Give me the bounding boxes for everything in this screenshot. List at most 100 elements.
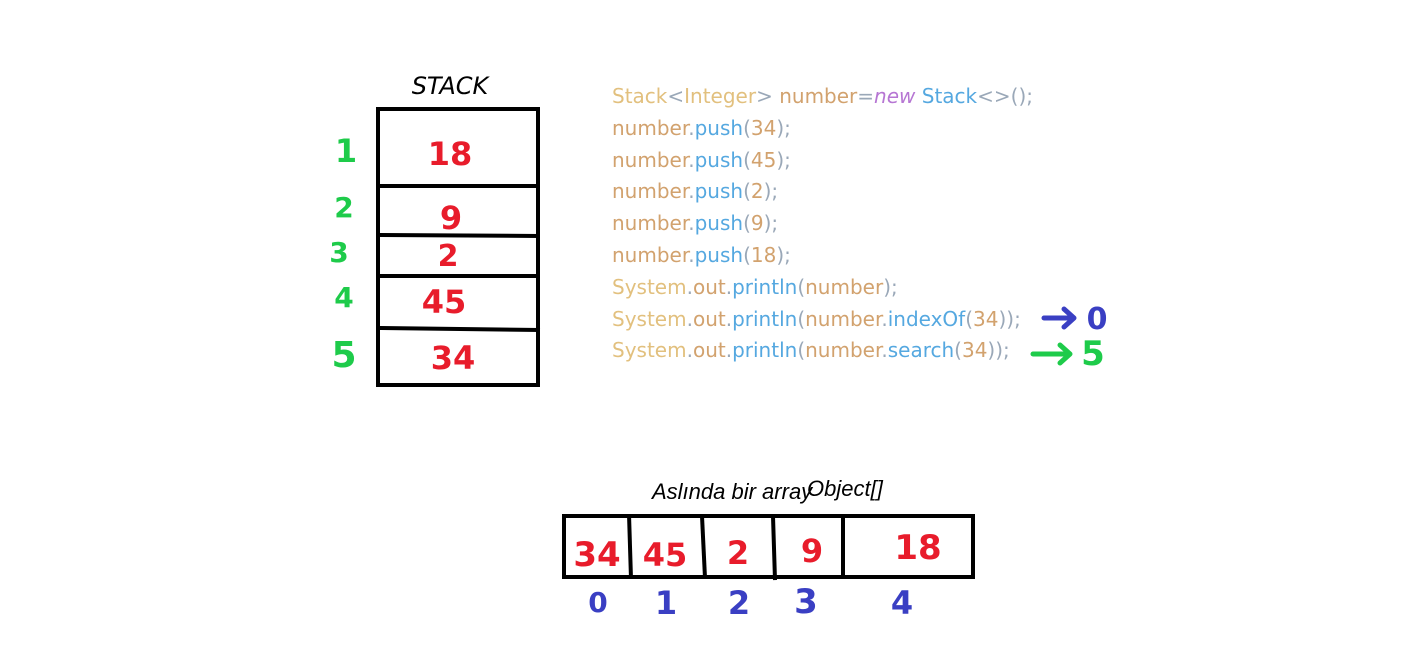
code-token: Stack bbox=[612, 84, 668, 108]
code-token: ) bbox=[998, 306, 1007, 331]
array-index-4: 4 bbox=[891, 584, 913, 622]
code-token: . bbox=[881, 306, 888, 331]
code-token: ); bbox=[763, 211, 779, 236]
code-token: 9 bbox=[750, 211, 764, 236]
code-token: number bbox=[612, 211, 689, 236]
code-token: . bbox=[688, 242, 695, 267]
code-token: 34 bbox=[961, 338, 988, 363]
array-cell-3: 9 bbox=[801, 532, 823, 570]
code-token: number bbox=[612, 242, 689, 267]
code-token: ); bbox=[995, 338, 1010, 363]
code-line-push: number.push(34); bbox=[612, 113, 1033, 145]
indexof-result: 0 bbox=[1087, 302, 1108, 337]
code-token: 18 bbox=[750, 242, 777, 267]
stack-title: STACK bbox=[412, 72, 491, 100]
code-token: new bbox=[874, 84, 916, 108]
code-token: < bbox=[667, 84, 685, 108]
code-token: ( bbox=[743, 211, 751, 236]
code-token: . bbox=[686, 274, 693, 299]
array-box bbox=[562, 513, 975, 581]
code-token: . bbox=[686, 306, 693, 331]
code-token: number bbox=[805, 306, 882, 331]
code-token: println bbox=[732, 274, 798, 299]
code-line-println: System.out.println(number); bbox=[612, 272, 1033, 304]
code-token: . bbox=[725, 274, 733, 299]
stack-cell-2: 9 bbox=[440, 199, 462, 237]
code-token: 2 bbox=[750, 179, 764, 204]
code-token: ( bbox=[743, 179, 751, 204]
code-token: number bbox=[805, 338, 882, 363]
array-type-label: Object[] bbox=[807, 476, 884, 501]
stack-cell-4: 45 bbox=[422, 283, 467, 321]
code-token: number bbox=[612, 179, 689, 204]
code-token: ( bbox=[965, 306, 974, 331]
code-token: . bbox=[688, 147, 695, 172]
code-line-push: number.push(45); bbox=[612, 145, 1033, 177]
code-token: . bbox=[725, 338, 733, 363]
code-token: ( bbox=[954, 338, 962, 363]
code-token: push bbox=[694, 179, 744, 204]
code-token: = bbox=[857, 84, 875, 108]
code-token: . bbox=[688, 211, 695, 236]
code-token: ( bbox=[797, 274, 806, 299]
code-token: . bbox=[688, 115, 695, 140]
code-token: push bbox=[694, 211, 744, 236]
stack-cell-5: 34 bbox=[431, 339, 476, 377]
code-token: . bbox=[686, 338, 693, 363]
code-token: indexOf bbox=[887, 306, 966, 331]
code-token: number bbox=[612, 147, 689, 172]
code-token: number bbox=[779, 84, 858, 108]
code-token: ( bbox=[743, 115, 751, 140]
array-cell-1: 45 bbox=[643, 536, 688, 574]
array-index-3: 3 bbox=[794, 582, 818, 622]
code-token: . bbox=[725, 306, 733, 331]
code-token: ) bbox=[987, 338, 996, 363]
stack-box bbox=[376, 107, 541, 387]
indexof-arrow-icon bbox=[1041, 306, 1077, 330]
code-token: ); bbox=[763, 179, 779, 204]
code-token: out bbox=[692, 306, 726, 331]
stack-position-2: 2 bbox=[334, 191, 353, 224]
array-index-1: 1 bbox=[655, 584, 677, 622]
code-token: number bbox=[612, 115, 689, 140]
code-token: println bbox=[732, 338, 798, 363]
code-token: out bbox=[692, 274, 726, 299]
array-caption: Aslında bir array bbox=[650, 479, 814, 504]
code-token: Integer bbox=[684, 84, 757, 108]
code-token: Stack bbox=[921, 84, 978, 108]
code-line-println-indexof: System.out.println(number.indexOf(34)); bbox=[612, 304, 1033, 336]
code-token: System bbox=[612, 306, 687, 331]
code-token: <> bbox=[977, 84, 1011, 108]
code-line-push: number.push(9); bbox=[612, 208, 1033, 240]
code-token: ( bbox=[743, 147, 751, 172]
stack-position-5: 5 bbox=[331, 335, 356, 376]
code-token: System bbox=[612, 338, 687, 363]
search-arrow-icon bbox=[1030, 342, 1073, 366]
code-token: ); bbox=[883, 274, 898, 299]
code-token: ); bbox=[776, 115, 791, 140]
code-token: . bbox=[881, 338, 888, 363]
code-token: 34 bbox=[750, 115, 777, 140]
stack-position-4: 4 bbox=[334, 281, 353, 314]
code-token: push bbox=[694, 242, 744, 267]
array-index-0: 0 bbox=[588, 586, 607, 619]
stack-position-3: 3 bbox=[329, 236, 348, 269]
code-token: (); bbox=[1010, 84, 1033, 108]
code-token: ( bbox=[797, 338, 806, 363]
code-token: push bbox=[694, 147, 744, 172]
array-cell-4: 18 bbox=[894, 528, 941, 568]
array-cell-0: 34 bbox=[573, 535, 620, 575]
code-token: ); bbox=[776, 242, 791, 267]
code-line-println-search: System.out.println(number.search(34)); bbox=[612, 335, 1033, 367]
code-token: > bbox=[756, 84, 773, 108]
code-token: push bbox=[694, 115, 744, 140]
code-token: number bbox=[805, 274, 884, 299]
code-token: . bbox=[688, 179, 695, 204]
code-token: ( bbox=[743, 242, 751, 267]
array-index-2: 2 bbox=[728, 584, 750, 622]
code-token: ( bbox=[797, 306, 806, 331]
code-line-push: number.push(18); bbox=[612, 240, 1033, 272]
code-token: out bbox=[692, 338, 726, 363]
code-line-declaration: Stack<Integer> number=new Stack<>(); bbox=[612, 81, 1033, 113]
